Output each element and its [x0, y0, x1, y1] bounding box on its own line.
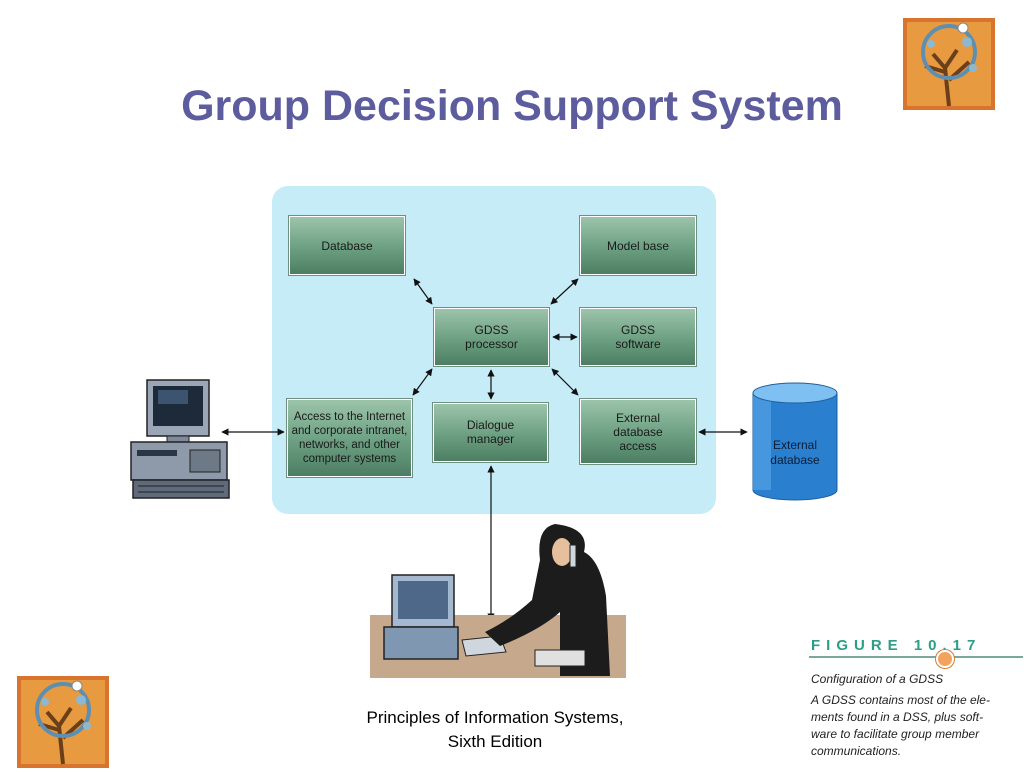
- user-at-computer-icon: [370, 524, 626, 678]
- figure-divider: [809, 656, 1023, 658]
- tree-logo-icon-bottom: [17, 676, 109, 768]
- external-database-label: External database: [770, 438, 820, 467]
- gdss-processor-box: GDSS processor: [434, 308, 549, 366]
- internet-access-box: Access to the Internet and corporate int…: [287, 399, 412, 477]
- desktop-computer-icon: [130, 379, 230, 499]
- external-database-access-box: External database access: [580, 399, 696, 464]
- database-cylinder-icon: [752, 382, 838, 501]
- figure-number: FIGURE 10.17: [811, 637, 982, 654]
- dialogue-manager-box: Dialogue manager: [433, 403, 548, 462]
- figure-caption: A GDSS contains most of the ele- ments f…: [811, 693, 990, 758]
- arrow-database-processor: [413, 278, 433, 305]
- tree-logo-icon-top: [903, 18, 995, 110]
- figure-title: Configuration of a GDSS: [811, 672, 944, 686]
- footer-text: Principles of Information Systems, Sixth…: [366, 708, 624, 751]
- figure-marker-icon: [936, 650, 954, 668]
- model-base-box: Model base: [580, 216, 696, 275]
- arrow-processor-access: [412, 368, 433, 396]
- gdss-software-box: GDSS software: [580, 308, 696, 366]
- page-title: Group Decision Support System: [181, 82, 843, 130]
- database-box: Database: [289, 216, 405, 275]
- arrow-processor-external: [551, 368, 579, 396]
- arrow-modelbase-processor: [550, 278, 579, 305]
